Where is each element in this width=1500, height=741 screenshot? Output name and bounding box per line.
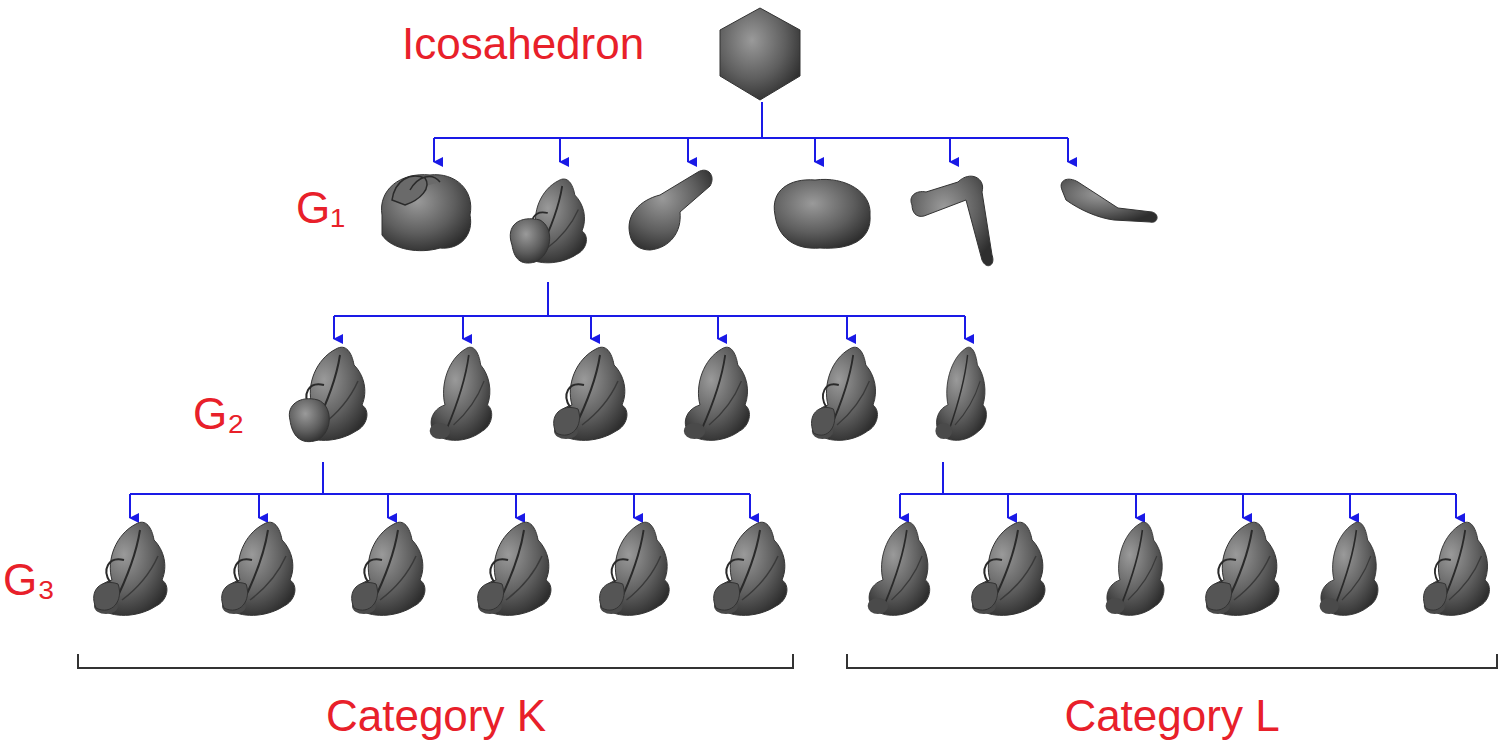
generation-label: G₁ [296, 186, 345, 230]
category-label: Category L [1064, 694, 1279, 738]
generation-label: G₃ [3, 558, 55, 602]
generation-label: G₂ [193, 392, 244, 436]
root-label: Icosahedron [402, 22, 644, 66]
category-label: Category K [326, 694, 546, 738]
